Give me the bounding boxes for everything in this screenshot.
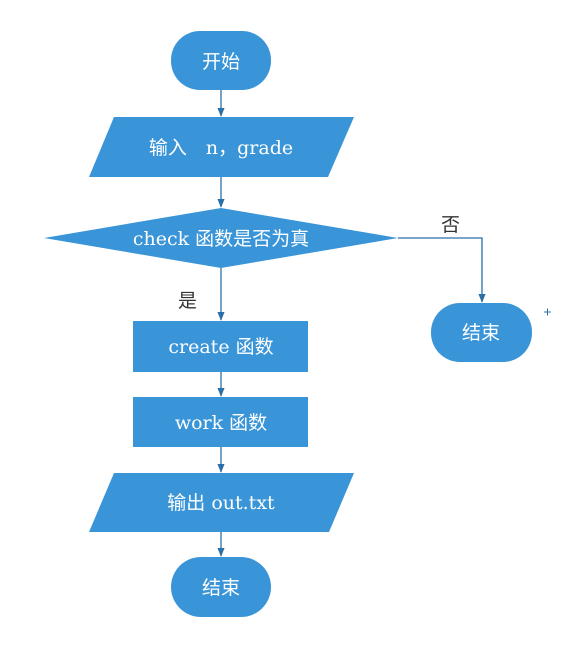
start-shape bbox=[171, 31, 271, 90]
no-label: 否 bbox=[441, 214, 460, 236]
end-main-shape bbox=[171, 557, 271, 617]
output-shape bbox=[89, 473, 354, 532]
output-node: 输出 out.txt bbox=[89, 473, 354, 532]
end-side-shape bbox=[431, 303, 532, 362]
create-label: create 函数 bbox=[168, 336, 273, 358]
decision-node: check 函数是否为真 bbox=[44, 208, 398, 268]
input-node: 输入 n，grade bbox=[89, 117, 354, 177]
yes-label: 是 bbox=[178, 290, 197, 312]
start-label: 开始 bbox=[202, 51, 240, 73]
decision-shape bbox=[44, 208, 398, 268]
edges bbox=[217, 90, 486, 557]
end-main-label: 结束 bbox=[202, 577, 240, 599]
end-side-label: 结束 bbox=[462, 322, 500, 344]
work-label: work 函数 bbox=[175, 412, 267, 434]
input-label: 输入 n，grade bbox=[149, 137, 293, 159]
output-label: 输出 out.txt bbox=[167, 492, 275, 514]
start-node: 开始 bbox=[171, 31, 271, 90]
create-node: create 函数 bbox=[133, 321, 308, 372]
decision-label: check 函数是否为真 bbox=[133, 228, 309, 250]
edge-decision-to-end-side bbox=[398, 237, 486, 303]
end-side-node: 结束 bbox=[431, 303, 532, 362]
work-shape bbox=[133, 397, 308, 447]
input-shape bbox=[89, 117, 354, 177]
create-shape bbox=[133, 321, 308, 372]
work-node: work 函数 bbox=[133, 397, 308, 447]
end-main-node: 结束 bbox=[171, 557, 271, 617]
crosshair-icon bbox=[544, 308, 551, 316]
